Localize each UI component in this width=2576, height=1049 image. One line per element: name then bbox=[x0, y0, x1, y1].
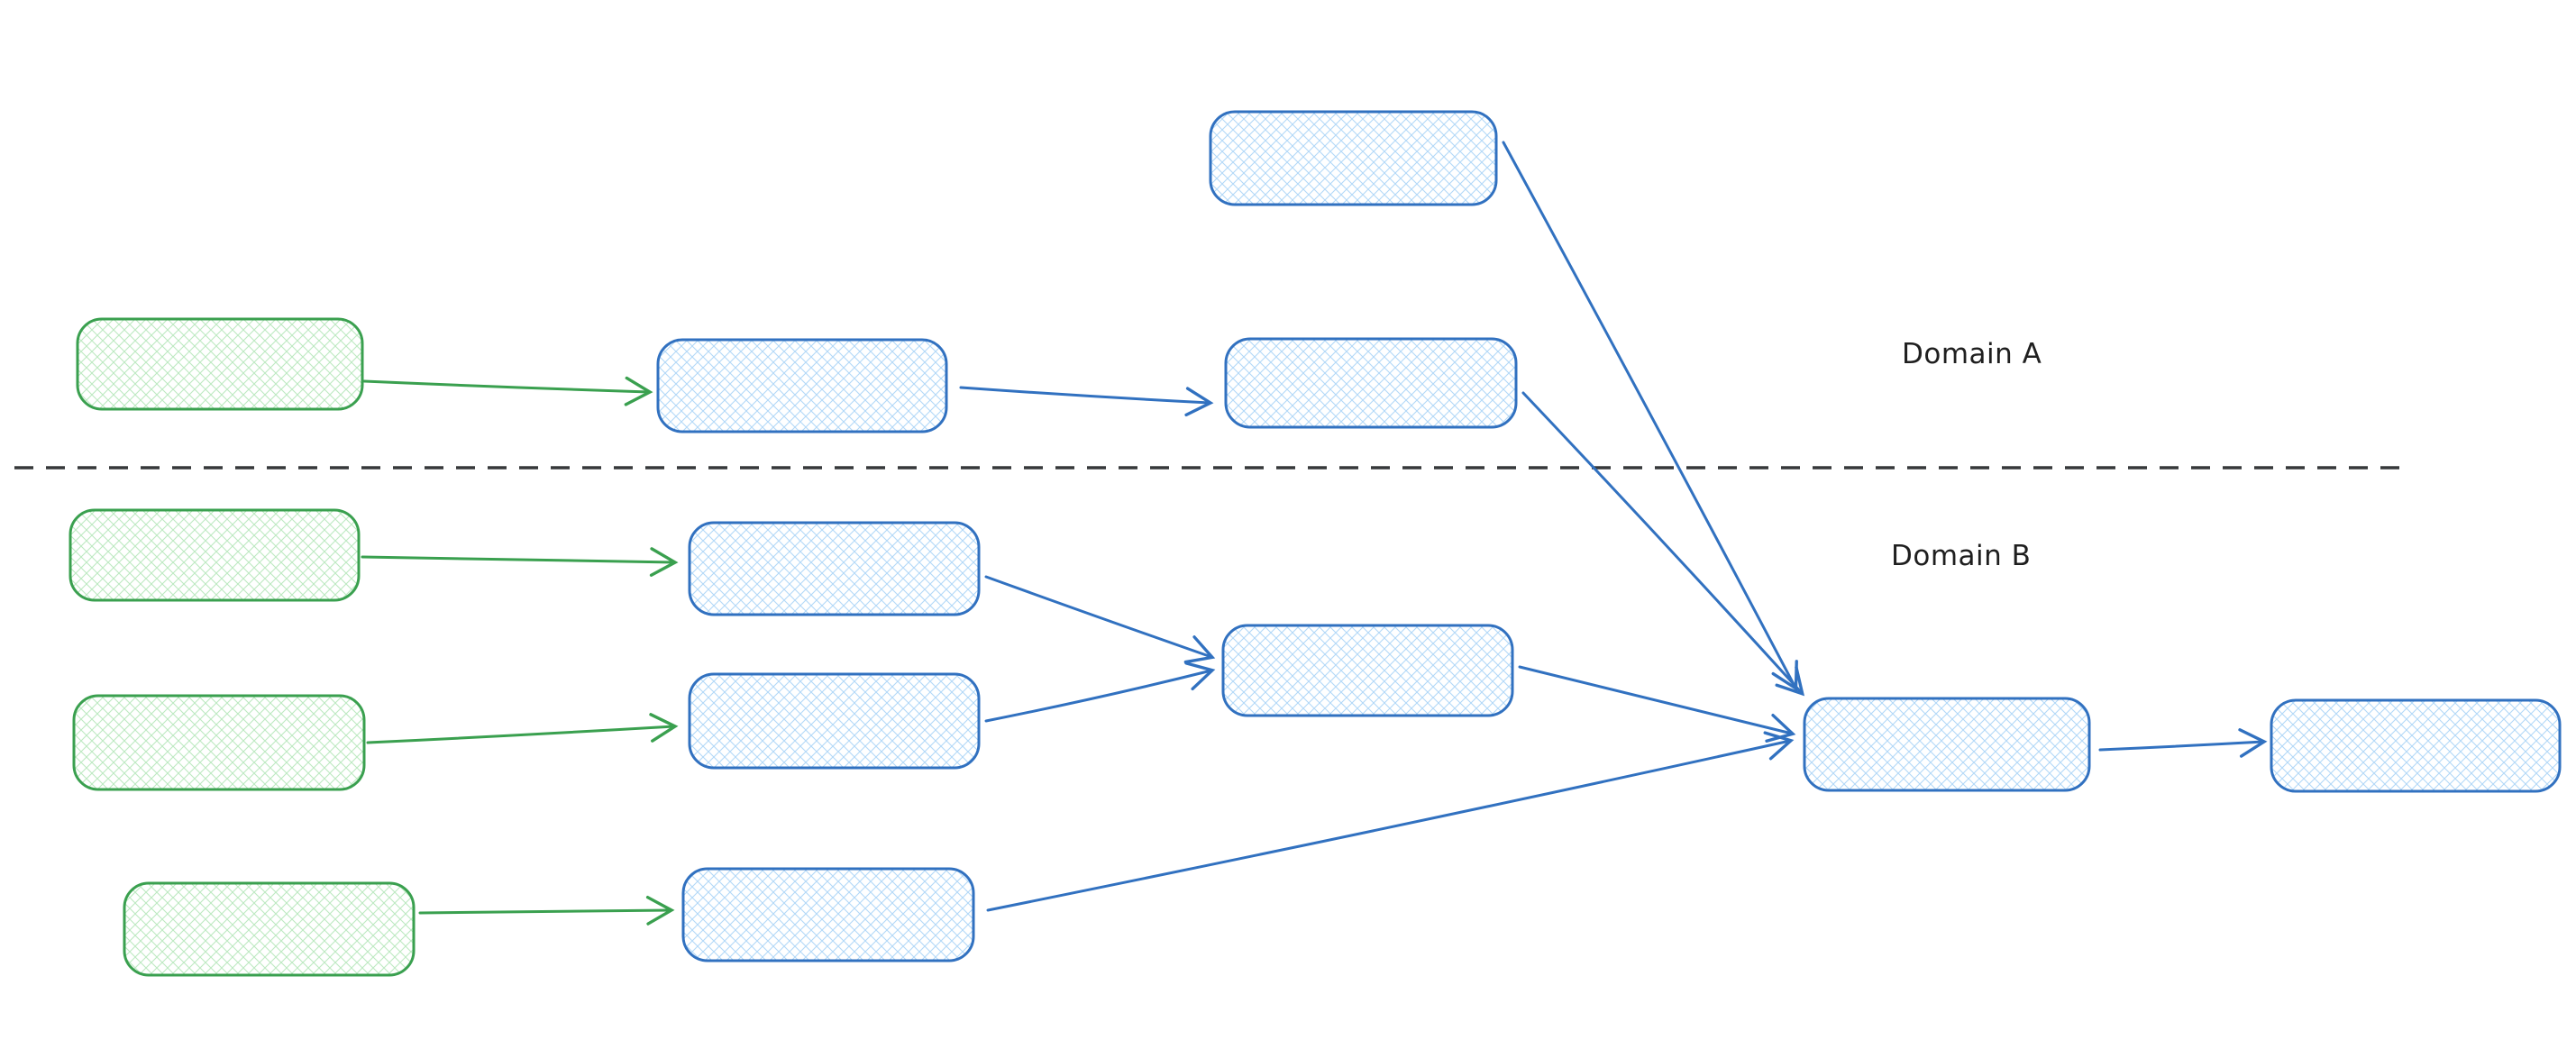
node-process-a1 bbox=[656, 338, 948, 433]
domain-b-label: Domain B bbox=[1891, 540, 2031, 572]
edge-source-a1-to-process-a1 bbox=[362, 376, 653, 406]
node-source-b2 bbox=[72, 694, 366, 791]
edge-process-b2-to-merge-b bbox=[984, 661, 1216, 723]
node-process-a0 bbox=[1209, 110, 1498, 206]
node-source-a1 bbox=[76, 317, 364, 411]
domain-a-label: Domain A bbox=[1902, 338, 2042, 370]
edge-process-a0-to-aggregate bbox=[1502, 141, 1798, 691]
edge-source-b1-to-process-b1 bbox=[361, 547, 679, 577]
edge-source-b2-to-process-b2 bbox=[366, 713, 679, 744]
edge-process-b3-to-aggregate bbox=[986, 731, 1795, 912]
edge-process-a1-to-process-a2 bbox=[959, 386, 1214, 417]
edge-merge-b-to-aggregate bbox=[1518, 665, 1796, 743]
node-source-b3 bbox=[123, 881, 416, 977]
node-aggregate bbox=[1803, 697, 2091, 792]
edge-process-b1-to-merge-b bbox=[984, 575, 1216, 664]
node-process-b3 bbox=[681, 867, 975, 962]
node-merge-b bbox=[1221, 624, 1514, 717]
edge-process-a2-to-aggregate bbox=[1521, 391, 1805, 697]
node-output bbox=[2270, 698, 2562, 793]
edge-source-b3-to-process-b3 bbox=[418, 895, 675, 926]
node-process-b2 bbox=[688, 672, 981, 770]
node-process-b1 bbox=[688, 521, 981, 616]
node-source-b1 bbox=[69, 508, 361, 602]
node-process-a2 bbox=[1224, 337, 1518, 429]
edge-aggregate-to-output bbox=[2098, 728, 2268, 758]
